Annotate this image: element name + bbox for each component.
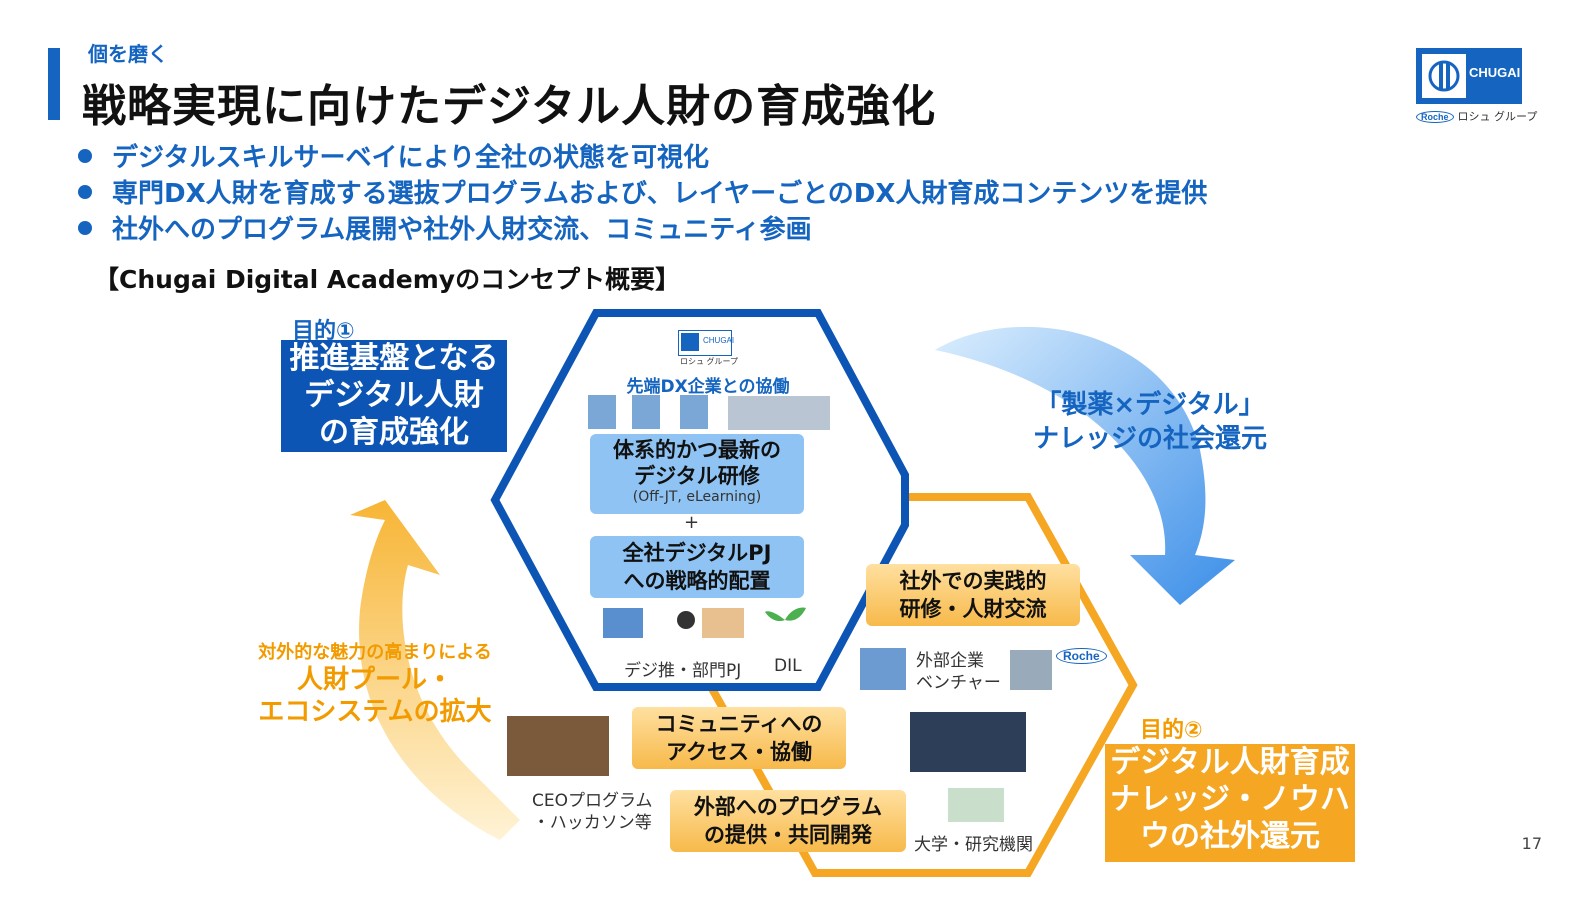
bullet-dot-icon: [78, 148, 92, 163]
title-accent-bar: [48, 48, 60, 120]
goal2-box: デジタル人財育成 ナレッジ・ノウハ ウの社外還元: [1105, 744, 1355, 862]
dil-label: DIL: [774, 656, 802, 676]
person-icon: [677, 611, 695, 629]
blue-curved-arrow: [935, 326, 1235, 605]
concept-heading: 【Chugai Digital Academyのコンセプト概要】: [94, 265, 681, 294]
chugai-mark-icon: [681, 333, 699, 351]
chugai-logo-text: CHUGAI: [1469, 65, 1521, 80]
bullet-dot-icon: [78, 184, 92, 199]
handshake-photo: [910, 712, 1026, 772]
goal2-label: 目的②: [1140, 718, 1203, 743]
talent-pool-text: 対外的な魅力の高まりによる 人財プール・ エコシステムの拡大: [258, 642, 492, 727]
community-box: コミュニティへの アクセス・協働: [632, 707, 846, 769]
roche-logo-icon: Roche: [1416, 111, 1454, 123]
bullet-item: デジタルスキルサーベイにより全社の状態を可視化: [78, 140, 1207, 176]
page-title: 戦略実現に向けたデジタル人財の育成強化: [82, 81, 937, 132]
building-icon: [588, 395, 708, 429]
chugai-logo: CHUGAI: [1416, 48, 1522, 104]
bullet-item: 社外へのプログラム展開や社外人財交流、コミュニティ参画: [78, 212, 1207, 248]
bullet-list: デジタルスキルサーベイにより全社の状態を可視化 専門DX人財を育成する選抜プログ…: [78, 140, 1207, 248]
inner-roche-group: ロシュ グループ: [680, 357, 739, 366]
plus-sign: +: [684, 512, 700, 533]
goal1-box: 推進基盤となる デジタル人財 の育成強化: [281, 340, 507, 452]
venture-building-icon: [1010, 650, 1052, 690]
pj-box: 全社デジタルPJ への戦略的配置: [590, 536, 804, 598]
ceo-program-label: CEOプログラム ・ハッカソン等: [532, 791, 653, 833]
section-subtitle: 個を磨く: [88, 42, 168, 66]
external-training-box: 社外での実践的 研修・人財交流: [866, 564, 1080, 626]
page-number: 17: [1521, 834, 1542, 853]
bullet-dot-icon: [78, 220, 92, 235]
social-return-text: 「製薬×デジタル」 ナレッジの社会還元: [1032, 390, 1267, 454]
bullet-item: 専門DX人財を育成する選抜プログラムおよび、レイヤーごとのDX人財育成コンテンツ…: [78, 176, 1207, 212]
partner-label: 先端DX企業との協働: [626, 377, 790, 397]
orange-curved-arrow: [350, 500, 520, 840]
company-building-icon: [860, 648, 906, 690]
university-label: 大学・研究機関: [914, 835, 1033, 855]
presenter-icon: [603, 608, 643, 638]
training-box: 体系的かつ最新の デジタル研修 (Off-JT, eLearning): [590, 434, 804, 514]
inner-chugai-logo: CHUGAI: [678, 330, 734, 356]
program-box: 外部へのプログラム の提供・共同開発: [670, 790, 906, 852]
goal1-label: 目的①: [292, 319, 355, 344]
sprout-icon: [765, 607, 806, 640]
university-icon: [948, 788, 1004, 822]
meeting-photo: [728, 396, 830, 430]
roche-logo-icon: Roche: [1056, 648, 1107, 664]
dept-pj-label: デジ推・部門PJ: [624, 661, 742, 681]
chugai-mark-icon: [1422, 54, 1466, 98]
external-company-label: 外部企業 ベンチャー: [916, 651, 1001, 693]
chart-icon: [702, 608, 744, 638]
ceo-photo: [507, 716, 609, 776]
